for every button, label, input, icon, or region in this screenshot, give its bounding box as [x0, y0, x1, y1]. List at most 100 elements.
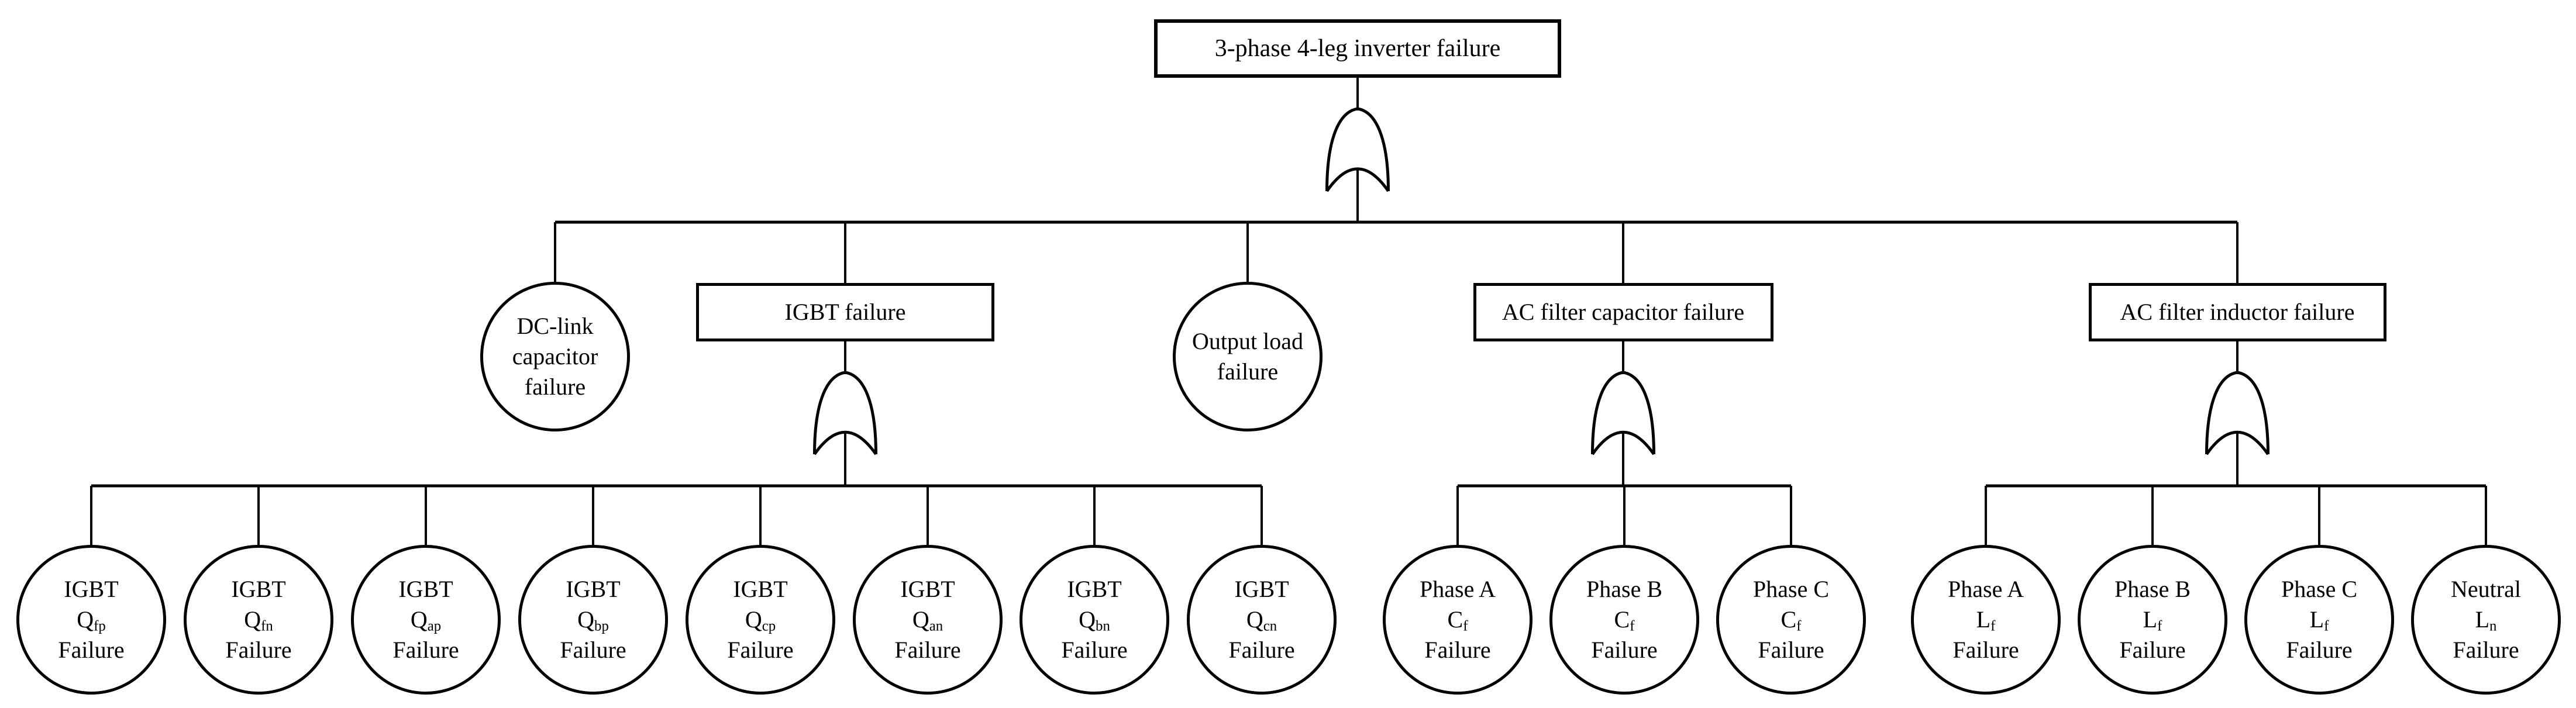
label-line: capacitor: [512, 343, 598, 369]
label-line: Failure: [1591, 637, 1658, 663]
label-line: Failure: [1758, 637, 1824, 663]
label-subscript: bn: [1096, 618, 1110, 634]
label-line: IGBT: [1234, 576, 1289, 602]
label-subscript: fp: [94, 618, 106, 634]
label-line: Phase B: [1586, 576, 1662, 602]
label-line: Failure: [1228, 637, 1295, 663]
label-line: Failure: [1061, 637, 1128, 663]
label-line: Output load: [1192, 328, 1303, 354]
label-line: Failure: [58, 637, 125, 663]
label-subscript: fn: [261, 618, 273, 634]
label-line: Lf: [2309, 606, 2329, 634]
label-line: Cf: [1614, 606, 1635, 634]
label-line: Failure: [225, 637, 292, 663]
label-line: Qcn: [1246, 606, 1277, 634]
node-label-dc-link-capacitor-failure: DC-link capacitor failure: [512, 311, 598, 402]
node-ac-filter-capacitor-failure: AC filter capacitor failure: [1473, 283, 1773, 341]
label-subscript: cn: [1263, 618, 1277, 634]
label-line: Failure: [560, 637, 626, 663]
label-subscript: f: [1463, 618, 1468, 634]
label-line: Failure: [1952, 637, 2019, 663]
label-line: Phase A: [1420, 576, 1496, 602]
label-subscript: f: [1990, 618, 1996, 634]
label-line: Cf: [1781, 606, 1802, 634]
label-line: Phase B: [2114, 576, 2191, 602]
label-line: failure: [524, 374, 586, 400]
label-line: Neutral: [2451, 576, 2521, 602]
label-subscript: bp: [594, 618, 609, 634]
label-line: Failure: [894, 637, 961, 663]
label-line: Phase C: [1753, 576, 1829, 602]
label-line: Phase A: [1948, 576, 2024, 602]
label-line: Qbp: [577, 606, 609, 634]
label-line: DC-link: [516, 313, 594, 339]
label-line: IGBT: [1067, 576, 1122, 602]
node-label-ac-filter-inductor-failure: AC filter inductor failure: [2120, 297, 2355, 327]
label-line: Failure: [1424, 637, 1491, 663]
label-line: Qfp: [77, 606, 106, 634]
label-subscript: n: [2489, 618, 2497, 634]
node-igbt-failure: IGBT failure: [696, 283, 994, 341]
label-line: AC filter inductor failure: [2120, 299, 2355, 325]
label-line: IGBT: [900, 576, 955, 602]
label-line: Qan: [912, 606, 943, 634]
label-line: IGBT: [566, 576, 621, 602]
node-label-ac-filter-capacitor-failure: AC filter capacitor failure: [1502, 297, 1744, 327]
label-line: Lf: [1976, 606, 1996, 634]
label-line: 3-phase 4-leg inverter failure: [1214, 35, 1501, 62]
label-line: Failure: [392, 637, 459, 663]
label-line: IGBT: [231, 576, 286, 602]
node-dc-link-capacitor-failure: DC-link capacitor failure: [480, 282, 630, 431]
label-line: Qfn: [244, 606, 273, 634]
node-ac-filter-inductor-failure: AC filter inductor failure: [2088, 283, 2386, 341]
label-subscript: f: [2157, 618, 2162, 634]
label-line: Failure: [2453, 637, 2519, 663]
label-line: Failure: [727, 637, 794, 663]
label-subscript: f: [1630, 618, 1635, 634]
label-line: failure: [1217, 358, 1279, 385]
node-output-load-failure: Output load failure: [1173, 282, 1323, 431]
node-top-event: 3-phase 4-leg inverter failure: [1154, 19, 1561, 78]
label-line: Qap: [410, 606, 442, 634]
label-line: Phase C: [2281, 576, 2357, 602]
label-line: IGBT failure: [784, 299, 906, 325]
label-subscript: an: [929, 618, 943, 634]
label-subscript: f: [2324, 618, 2329, 634]
label-line: IGBT: [398, 576, 453, 602]
label-line: Failure: [2119, 637, 2186, 663]
label-line: IGBT: [733, 576, 788, 602]
label-line: AC filter capacitor failure: [1501, 299, 1745, 325]
label-line: IGBT: [64, 576, 119, 602]
label-subscript: f: [1796, 618, 1802, 634]
node-label-igbt-failure: IGBT failure: [785, 297, 906, 327]
label-line: Failure: [2286, 637, 2353, 663]
label-line: Ln: [2475, 606, 2497, 634]
